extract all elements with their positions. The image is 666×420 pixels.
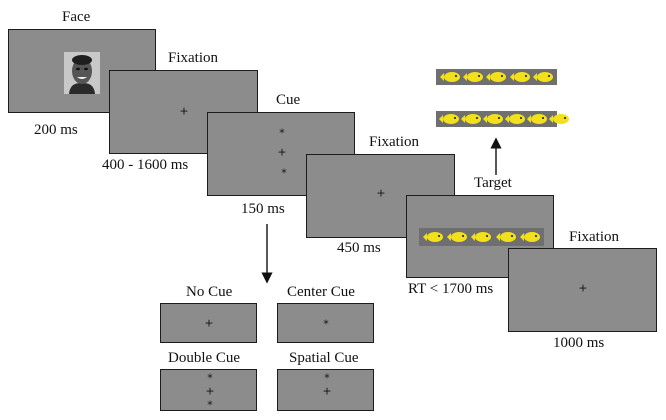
fish-icon xyxy=(422,231,444,243)
fish-icon xyxy=(482,113,504,125)
center-cue-title: Center Cue xyxy=(287,284,355,300)
target-fish-row xyxy=(419,228,544,246)
fixation1-duration: 400 - 1600 ms xyxy=(102,157,189,173)
no-cue-screen: + xyxy=(160,303,257,343)
fixation3-screen: + xyxy=(508,248,657,332)
double-cue-title: Double Cue xyxy=(168,350,241,366)
fish-icon xyxy=(526,113,548,125)
cue-star-bottom: * xyxy=(281,166,287,180)
fixation-cross: + xyxy=(204,316,214,330)
fixation-cross: + xyxy=(179,104,189,118)
face-photo xyxy=(64,52,100,94)
double-cue-screen: * + * xyxy=(160,369,257,411)
cue-cross: + xyxy=(205,384,215,398)
fixation3-title: Fixation xyxy=(569,229,620,245)
target-example-row-1 xyxy=(436,69,557,85)
spatial-cue-screen: * + xyxy=(277,369,374,411)
fish-icon xyxy=(509,71,531,83)
fish-icon xyxy=(470,231,492,243)
cue-cross: + xyxy=(277,145,287,159)
face-icon xyxy=(64,52,100,94)
cue-star: * xyxy=(323,317,329,331)
fixation-cross: + xyxy=(376,186,386,200)
fish-icon xyxy=(519,231,541,243)
cue-star-bottom: * xyxy=(207,398,213,412)
cue-duration: 150 ms xyxy=(241,201,285,217)
fixation2-duration: 450 ms xyxy=(337,240,381,256)
face-title: Face xyxy=(62,9,91,25)
fish-icon xyxy=(446,231,468,243)
target-duration: RT < 1700 ms xyxy=(408,281,494,297)
face-duration: 200 ms xyxy=(34,122,78,138)
fixation-cross: + xyxy=(578,281,588,295)
fish-icon xyxy=(532,71,554,83)
fixation2-title: Fixation xyxy=(369,134,420,150)
fish-icon xyxy=(462,71,484,83)
fish-icon xyxy=(504,113,526,125)
target-example-row-2 xyxy=(436,111,569,127)
cue-star-top: * xyxy=(207,371,213,385)
fish-icon xyxy=(495,231,517,243)
cue-cross: + xyxy=(322,384,332,398)
fish-icon xyxy=(439,71,461,83)
cue-star-top: * xyxy=(279,126,285,140)
target-title: Target xyxy=(474,175,512,191)
fixation3-duration: 1000 ms xyxy=(553,335,605,351)
fish-icon xyxy=(548,113,570,125)
center-cue-screen: * xyxy=(277,303,374,343)
no-cue-title: No Cue xyxy=(186,284,233,300)
fish-icon xyxy=(485,71,507,83)
spatial-cue-title: Spatial Cue xyxy=(289,350,359,366)
fixation1-title: Fixation xyxy=(168,50,219,66)
fish-icon xyxy=(438,113,460,125)
cue-title: Cue xyxy=(276,92,301,108)
fish-icon xyxy=(460,113,482,125)
cue-star: * xyxy=(324,371,330,385)
